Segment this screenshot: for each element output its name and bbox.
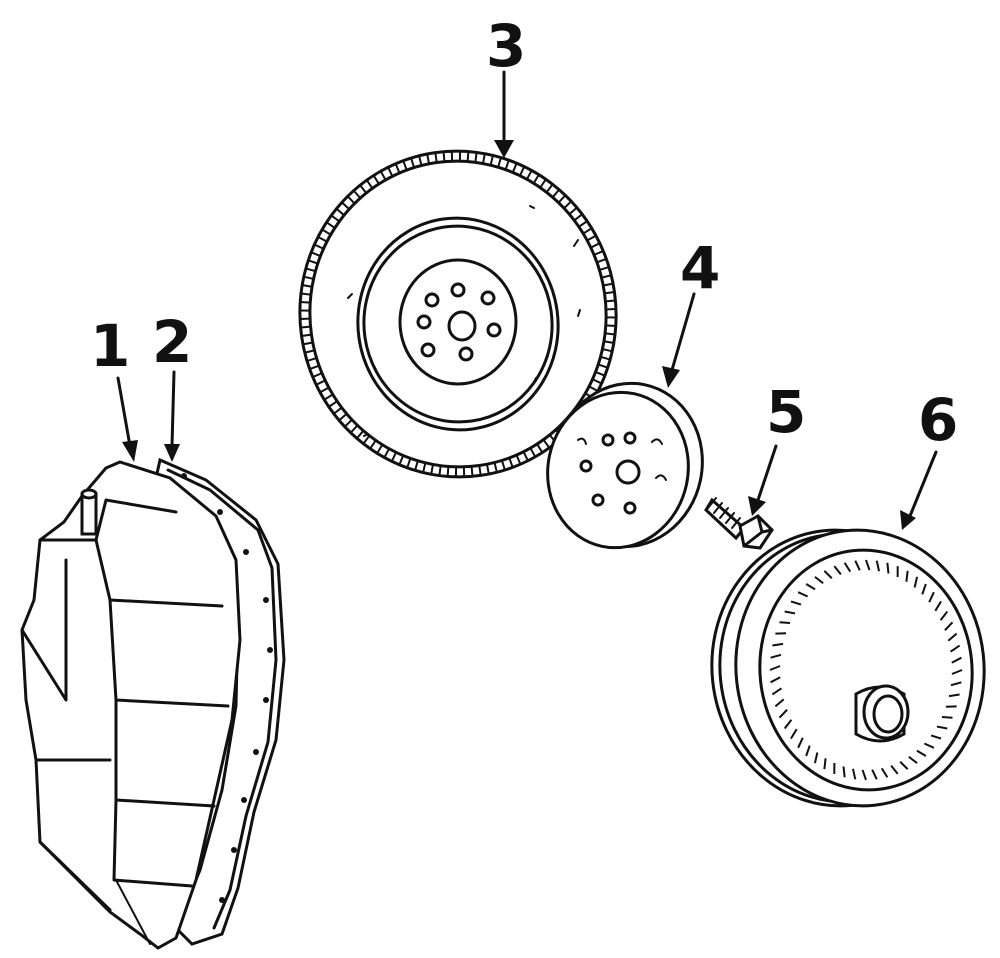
bolt[interactable]: [704, 497, 774, 550]
callout-6: 6: [918, 386, 958, 454]
oil-pan[interactable]: [20, 460, 242, 950]
leader-arrows: [116, 70, 938, 530]
callout-4: 4: [680, 234, 720, 302]
callout-5: 5: [766, 378, 806, 446]
flexplate-spacer[interactable]: [533, 369, 717, 560]
torque-converter-fins: [769, 559, 963, 781]
callout-1: 1: [90, 312, 130, 380]
torque-converter[interactable]: [698, 518, 997, 819]
callout-3: 3: [486, 12, 526, 80]
callout-2: 2: [152, 308, 192, 376]
